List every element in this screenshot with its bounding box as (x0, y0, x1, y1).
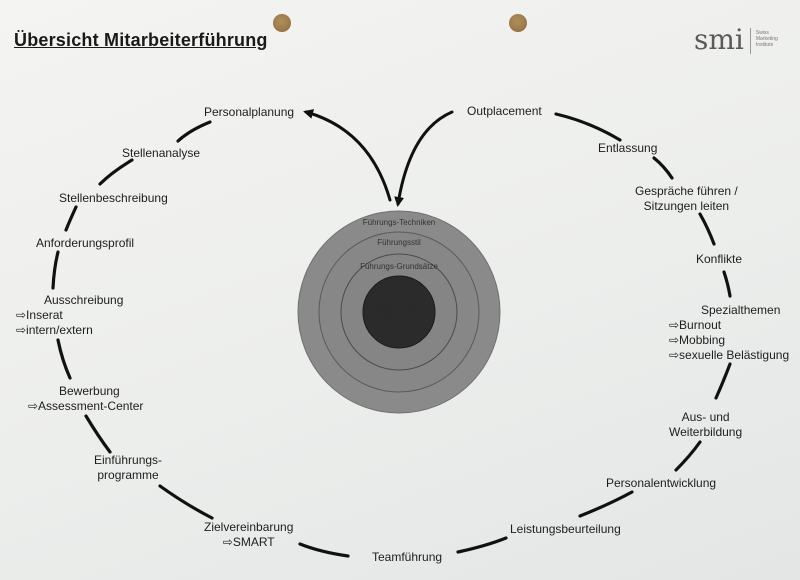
connector-anforderungsprofil-ausschreibung (51, 250, 60, 290)
step-weiterbildung-line1: Aus- und (681, 410, 730, 424)
step-aus-und-weiterbildung: Aus- und Weiterbildung (669, 410, 742, 440)
logo-subtitle: Swiss Marketing Institute (755, 30, 778, 48)
step-teamfuehrung: Teamführung (372, 550, 443, 564)
step-ausschreibung-sub-intern-extern: ⇨intern/extern (16, 323, 93, 337)
center-target (297, 210, 501, 414)
connector-spezialthemen-konflikte (722, 270, 732, 298)
connector-bewerbung-einfuehrung (84, 414, 112, 454)
step-bewerbung: Bewerbung ⇨Assessment-Center (28, 384, 143, 414)
page-title: Übersicht Mitarbeiterführung (14, 30, 268, 50)
step-weiterbildung-line2: Weiterbildung (669, 425, 743, 439)
arrow-center-to-personalplanung (303, 109, 392, 202)
step-einfuehrungsprogramme: Einführungs- programme (94, 453, 162, 483)
step-gespraeche-fuehren: Gespräche führen / Sitzungen leiten (635, 184, 738, 214)
step-bewerbung-sub-assessment: ⇨Assessment-Center (28, 399, 144, 413)
step-personalplanung: Personalplanung (204, 105, 295, 119)
ring-label-fuehrungsstil: Führungsstil (377, 238, 421, 247)
connector-personalplanung-stellenanalyse (176, 120, 212, 143)
step-outplacement: Outplacement (467, 104, 542, 118)
step-spezialthemen: Spezialthemen ⇨Burnout ⇨Mobbing ⇨sexuell… (669, 303, 789, 363)
step-entlassung: Entlassung (598, 141, 658, 155)
smi-logo: smi Swiss Marketing Institute (694, 26, 786, 54)
step-spezialthemen-sub-burnout: ⇨Burnout (669, 318, 722, 332)
step-gespraeche-line2: Sitzungen leiten (643, 199, 730, 213)
step-einfuehrung-line2: programme (97, 468, 159, 482)
step-zielvereinbarung-label: Zielvereinbarung (204, 520, 294, 534)
connector-zielvereinbarung-teamfuehrung (298, 542, 350, 558)
connector-stellenbeschreibung-anforderungsprofil (64, 205, 78, 232)
connector-einfuehrung-zielvereinbarung (158, 484, 214, 520)
step-spezialthemen-sub-mobbing: ⇨Mobbing (669, 333, 726, 347)
arrow-outplacement-to-center (394, 110, 454, 207)
step-ausschreibung-label: Ausschreibung (44, 293, 124, 307)
connector-entlassung-outplacement (554, 112, 622, 142)
step-stellenbeschreibung: Stellenbeschreibung (59, 191, 168, 205)
punch-hole-right (509, 14, 527, 32)
step-konflikte: Konflikte (696, 252, 743, 266)
logo-divider (749, 28, 751, 54)
connector-konflikte-gespraeche (698, 212, 716, 246)
step-spezialthemen-sub-belaestigung: ⇨sexuelle Belästigung (669, 348, 790, 362)
core-label: Mitarbeiter-führung (371, 300, 427, 324)
step-bewerbung-label: Bewerbung (59, 384, 120, 398)
step-stellenanalyse: Stellenanalyse (122, 146, 201, 160)
connector-leistungsbeurteilung-personalentwicklung (578, 490, 634, 518)
logo-mark: smi (694, 23, 744, 56)
step-spezialthemen-label: Spezialthemen (701, 303, 781, 317)
ring-label-techniken: Führungs-Techniken (362, 218, 436, 227)
cycle-connectors (51, 112, 732, 558)
connector-personalentwicklung-weiterbildung (674, 440, 702, 472)
connector-teamfuehrung-leistungsbeurteilung (456, 536, 508, 554)
step-leistungsbeurteilung: Leistungsbeurteilung (510, 522, 621, 536)
connector-stellenanalyse-stellenbeschreibung (98, 158, 134, 186)
step-zielvereinbarung-sub-smart: ⇨SMART (222, 535, 275, 549)
step-einfuehrung-line1: Einführungs- (94, 453, 163, 467)
step-ausschreibung: Ausschreibung ⇨Inserat ⇨intern/extern (16, 293, 123, 338)
step-gespraeche-line1: Gespräche führen / (635, 184, 738, 198)
core-circle (362, 275, 436, 349)
connector-weiterbildung-spezialthemen (714, 362, 732, 400)
punch-hole-left (273, 14, 291, 32)
connector-ausschreibung-bewerbung (56, 338, 72, 380)
step-anforderungsprofil: Anforderungsprofil (36, 236, 135, 250)
step-ausschreibung-sub-inserat: ⇨Inserat (16, 308, 63, 322)
ring-label-grundsaetze: Führungs-Grundsätze (360, 262, 438, 271)
step-personalentwicklung: Personalentwicklung (606, 476, 717, 490)
connector-gespraeche-entlassung (652, 156, 674, 180)
step-zielvereinbarung: Zielvereinbarung ⇨SMART (204, 520, 293, 550)
